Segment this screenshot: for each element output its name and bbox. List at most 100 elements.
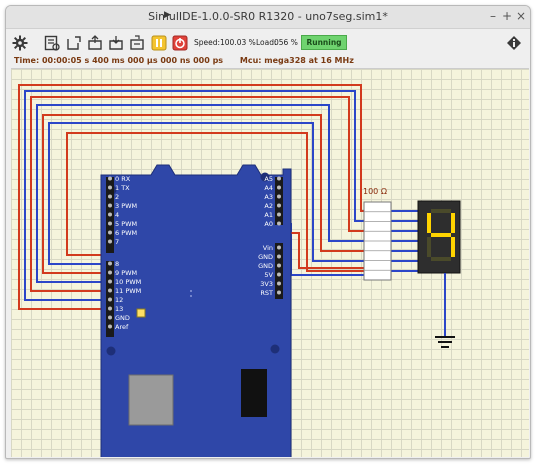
pin-label: 1 TX — [115, 184, 130, 192]
pin-label: 3 PWM — [115, 202, 137, 210]
pin-dot[interactable] — [108, 176, 112, 181]
pin-dot[interactable] — [108, 230, 112, 235]
wire[interactable] — [48, 122, 364, 265]
pin-label: 6 PWM — [115, 229, 137, 237]
close-button[interactable]: × — [515, 9, 527, 23]
segment-e — [427, 237, 431, 257]
pin-dot[interactable] — [108, 221, 112, 226]
pin-dot[interactable] — [277, 212, 281, 217]
pin-dot[interactable] — [108, 203, 112, 208]
power-jack — [241, 369, 267, 417]
power-icon — [172, 35, 188, 51]
pin-dot[interactable] — [277, 194, 281, 199]
pin-dot[interactable] — [277, 263, 281, 268]
pin-label: 0 RX — [115, 175, 131, 183]
app-menu-arrow-icon[interactable]: ▶ — [164, 10, 171, 20]
led-13 — [136, 308, 146, 318]
app-window: ▶ SimulIDE-1.0.0-SR0 R1320 - uno7seg.sim… — [5, 5, 531, 459]
pin-dot[interactable] — [277, 281, 281, 286]
open-circuit-button[interactable] — [85, 33, 105, 53]
info-icon — [507, 36, 521, 50]
pin-label: GND — [258, 262, 273, 270]
simulation-time: Time: 00:00:05 s 400 ms 000 µs 000 ns 00… — [14, 56, 224, 65]
pin-dot[interactable] — [108, 279, 112, 284]
pin-dot[interactable] — [277, 272, 281, 277]
pin-label: A0 — [264, 220, 273, 228]
wire[interactable] — [42, 114, 364, 274]
pin-dot[interactable] — [108, 212, 112, 217]
ground-symbol — [435, 273, 455, 348]
info-button[interactable] — [504, 33, 524, 53]
simulation-status-line: Time: 00:00:05 s 400 ms 000 µs 000 ns 00… — [14, 56, 354, 65]
pin-label: GND — [258, 253, 273, 261]
segment-d — [431, 257, 451, 261]
pin-dot[interactable] — [108, 297, 112, 302]
pin-dot[interactable] — [277, 185, 281, 190]
pin-dot[interactable] — [277, 290, 281, 295]
pin-dot[interactable] — [108, 185, 112, 190]
save-icon — [109, 36, 123, 50]
pin-label: 5 PWM — [115, 220, 137, 228]
minimize-button[interactable]: – — [490, 9, 496, 23]
pin-label: 12 — [115, 296, 123, 304]
window-title: SimulIDE-1.0.0-SR0 R1320 - uno7seg.sim1* — [148, 10, 388, 23]
pin-label: 13 — [115, 305, 123, 313]
wire[interactable] — [30, 96, 364, 292]
toolbar: Speed: 100.03 % Load: 056 % Running — [6, 29, 530, 57]
component-list-button[interactable] — [42, 33, 62, 53]
wire[interactable] — [24, 90, 364, 301]
pin-dot[interactable] — [108, 315, 112, 320]
segment-a — [431, 209, 451, 213]
pin-dot[interactable] — [277, 221, 281, 226]
segment-f — [427, 213, 431, 233]
resistor-array[interactable] — [363, 201, 392, 281]
usb-connector — [128, 374, 174, 426]
pin-dot[interactable] — [108, 194, 112, 199]
resistor-value-label: 100 Ω — [363, 187, 387, 196]
pin-label: RST — [260, 289, 273, 297]
pin-label: 11 PWM — [115, 287, 141, 295]
pin-dot[interactable] — [277, 245, 281, 250]
save-as-button[interactable] — [127, 33, 147, 53]
pin-dot[interactable] — [108, 261, 112, 266]
power-button[interactable] — [170, 33, 190, 53]
title-bar[interactable]: ▶ SimulIDE-1.0.0-SR0 R1320 - uno7seg.sim… — [6, 6, 530, 29]
seven-segment-display[interactable]: 4 — [311, 69, 461, 274]
pin-label: A5 — [264, 175, 273, 183]
pin-label: A4 — [264, 184, 273, 192]
pin-dot[interactable] — [277, 254, 281, 259]
save-circuit-button[interactable] — [106, 33, 126, 53]
pin-label: Aref — [115, 323, 129, 331]
settings-button[interactable] — [10, 33, 30, 53]
speed-value: 100.03 % — [220, 38, 256, 47]
pin-dot[interactable] — [108, 306, 112, 311]
pin-dot[interactable] — [108, 324, 112, 329]
new-circuit-button[interactable] — [64, 33, 84, 53]
segment-b — [451, 213, 455, 233]
wire[interactable] — [18, 84, 364, 310]
pin-dot[interactable] — [277, 203, 281, 208]
list-icon — [44, 35, 60, 51]
wire[interactable] — [66, 132, 364, 272]
pin-dot[interactable] — [108, 288, 112, 293]
pin-label: 5V — [264, 271, 273, 279]
display-digit-value: 4 — [311, 69, 312, 70]
maximize-button[interactable]: + — [501, 9, 513, 23]
new-file-icon — [67, 36, 81, 50]
pin-label: GND — [115, 314, 130, 322]
pin-label: 2 — [115, 193, 119, 201]
load-label: Load: — [256, 38, 277, 47]
pin-label: A1 — [264, 211, 273, 219]
analog-header — [275, 177, 283, 225]
wire[interactable] — [36, 104, 364, 283]
segment-c — [451, 237, 455, 257]
load-value: 056 % — [274, 38, 298, 47]
pin-dot[interactable] — [108, 270, 112, 275]
pin-dot[interactable] — [277, 176, 281, 181]
pin-dot[interactable] — [108, 239, 112, 244]
pause-button[interactable] — [149, 33, 169, 53]
mcu-info: Mcu: mega328 at 16 MHz — [239, 56, 354, 65]
